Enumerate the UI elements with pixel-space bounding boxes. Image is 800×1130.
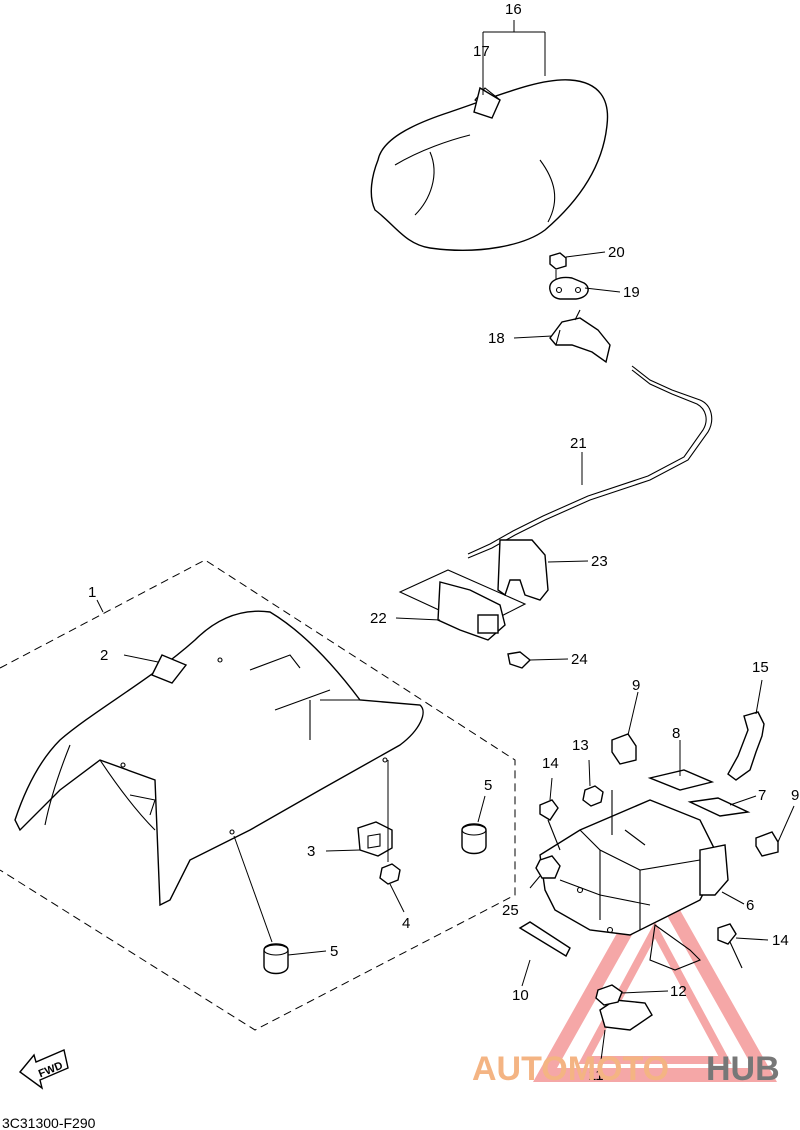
svg-text:15: 15 (752, 659, 769, 676)
part-21-cable: 21 (467, 365, 713, 559)
seat-kit-boundary (0, 559, 516, 1031)
svg-text:HUB: HUB (706, 1050, 780, 1088)
svg-text:10: 10 (512, 987, 529, 1004)
svg-text:5: 5 (484, 777, 492, 794)
part-25-grommet: 25 (502, 855, 561, 919)
part-9-pad-right: 9 (755, 787, 799, 857)
svg-text:24: 24 (571, 651, 588, 668)
svg-text:6: 6 (746, 897, 754, 914)
part-14-bolt-left: 14 (539, 755, 561, 851)
part-9-pad-top: 9 (611, 677, 640, 765)
diagram-code: 3C31300-F290 (2, 1115, 96, 1130)
part-10-strap: 10 (512, 921, 571, 1004)
part-7-strip: 7 (687, 787, 766, 817)
part-4-nut: 4 (379, 760, 410, 932)
callout-1: 1 (88, 584, 104, 613)
part-13-nut: 13 (572, 737, 604, 807)
svg-text:19: 19 (623, 284, 640, 301)
fwd-arrow-icon: FWD (18, 1049, 69, 1090)
part-20-nut: 20 (549, 244, 625, 270)
svg-text:5: 5 (330, 943, 338, 960)
svg-text:21: 21 (570, 435, 587, 452)
svg-text:13: 13 (572, 737, 589, 754)
svg-text:9: 9 (791, 787, 799, 804)
svg-text:16: 16 (505, 1, 522, 18)
svg-text:18: 18 (488, 330, 505, 347)
part-19-plate: 19 (549, 270, 640, 301)
part-5-damper-bottom: 5 (233, 835, 338, 975)
svg-text:14: 14 (542, 755, 559, 772)
svg-text:25: 25 (502, 902, 519, 919)
svg-text:11: 11 (588, 1067, 604, 1084)
svg-text:23: 23 (591, 553, 608, 570)
svg-text:3: 3 (307, 843, 315, 860)
svg-text:20: 20 (608, 244, 625, 261)
watermark-logo: AUTOMOTO HUB (472, 1050, 780, 1088)
part-6-bracket: 6 (699, 844, 754, 914)
pillion-seat (370, 79, 609, 251)
part-22-seat-lock: 22 (370, 569, 527, 641)
svg-text:4: 4 (402, 915, 410, 932)
part-15-strap: 15 (727, 659, 769, 781)
seat-emblem-17 (473, 86, 501, 119)
rider-seat (14, 610, 424, 907)
svg-text:22: 22 (370, 610, 387, 627)
seat-emblem-2: 2 (100, 647, 188, 684)
part-14-bolt-right: 14 (717, 923, 789, 969)
part-3-bracket: 3 (307, 821, 393, 860)
svg-text:AUTOMOTO: AUTOMOTO (472, 1050, 669, 1088)
callout-16: 16 (482, 1, 546, 95)
svg-text:14: 14 (772, 932, 789, 949)
part-18-hook: 18 (488, 309, 611, 364)
svg-text:7: 7 (758, 787, 766, 804)
svg-text:1: 1 (88, 584, 96, 601)
svg-text:8: 8 (672, 725, 680, 742)
part-24-bolt: 24 (507, 651, 588, 669)
part-23-bracket: 23 (497, 539, 608, 601)
svg-text:2: 2 (100, 647, 108, 664)
part-11-clip: 11 (588, 999, 653, 1084)
svg-text:17: 17 (473, 43, 490, 60)
part-12-nut: 12 (595, 983, 687, 1006)
battery-frame-assembly (539, 790, 721, 971)
svg-text:9: 9 (632, 677, 640, 694)
part-5-damper-top: 5 (461, 777, 492, 855)
svg-text:12: 12 (670, 983, 687, 1000)
part-8-strip: 8 (647, 725, 715, 791)
callout-17: 17 (473, 43, 490, 60)
